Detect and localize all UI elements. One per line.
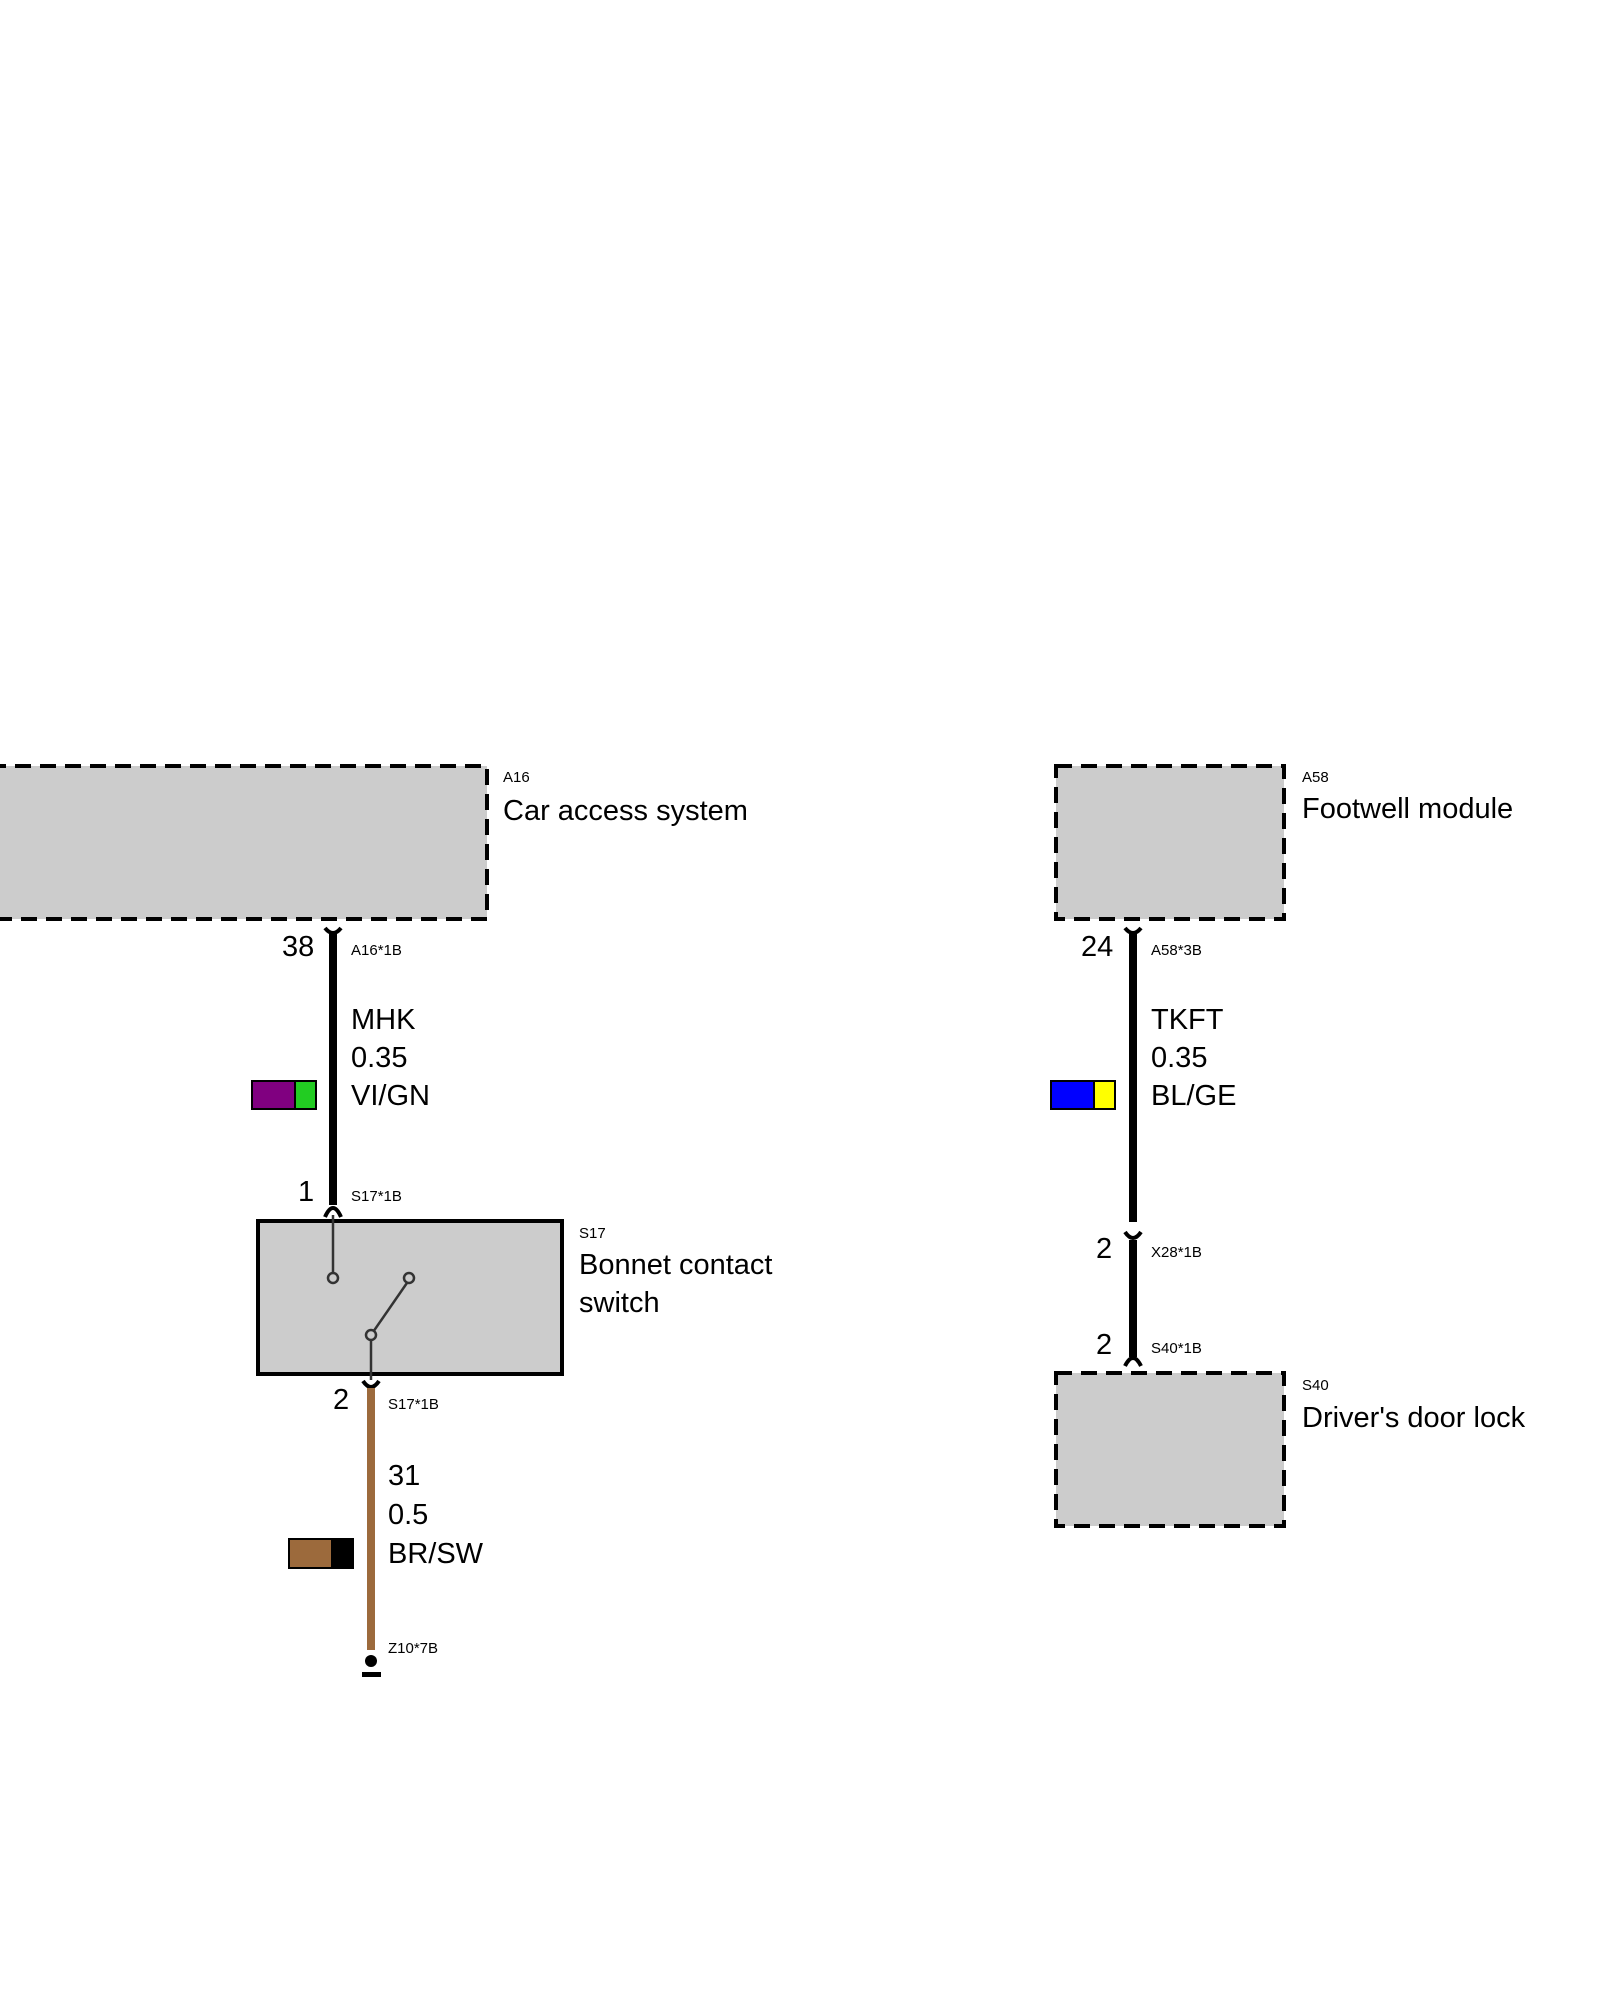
pin-24: 24 xyxy=(1081,931,1113,963)
module-a58-name: Footwell module xyxy=(1302,793,1513,825)
ground-point-z10-label: Z10*7B xyxy=(388,1640,438,1657)
pin-2-x28: 2 xyxy=(1096,1233,1112,1265)
wire-31-gauge: 0.5 xyxy=(388,1499,428,1531)
module-a16-code: A16 xyxy=(503,769,530,786)
module-s40-code: S40 xyxy=(1302,1377,1329,1394)
connector-s17-bottom-terminal xyxy=(361,1379,381,1389)
wire-tkft-color-code: BL/GE xyxy=(1151,1080,1236,1112)
module-a58-box[interactable] xyxy=(1054,764,1286,921)
connector-x28-1b-label: X28*1B xyxy=(1151,1244,1202,1261)
connector-s17-top-terminal xyxy=(323,1206,343,1218)
module-a16-box[interactable] xyxy=(0,764,489,921)
switch-s17-code: S17 xyxy=(579,1225,606,1242)
pin-2-s40: 2 xyxy=(1096,1329,1112,1361)
wire-mhk-signal: MHK xyxy=(351,1004,416,1036)
wire-31-color-swatch xyxy=(288,1538,354,1569)
ground-point-symbol xyxy=(362,1655,381,1677)
module-a16-name: Car access system xyxy=(503,795,748,827)
switch-contact-symbol xyxy=(326,1215,416,1380)
wire-tkft-signal: TKFT xyxy=(1151,1004,1224,1036)
wire-31-signal: 31 xyxy=(388,1460,420,1492)
connector-s17-1b-bottom-label: S17*1B xyxy=(388,1396,439,1413)
wire-tkft-gauge: 0.35 xyxy=(1151,1042,1207,1074)
module-s40-box[interactable] xyxy=(1054,1371,1286,1528)
switch-s17-name-line2: switch xyxy=(579,1287,660,1319)
wire-mhk-color-code: VI/GN xyxy=(351,1080,430,1112)
wire-31-color-code: BR/SW xyxy=(388,1538,484,1570)
wire-tkft[interactable] xyxy=(1123,926,1143,1367)
wire-mhk-gauge: 0.35 xyxy=(351,1042,407,1074)
pin-38: 38 xyxy=(282,931,314,963)
connector-s40-1b-label: S40*1B xyxy=(1151,1340,1202,1357)
wire-ground-31[interactable] xyxy=(361,1379,381,1650)
module-s40-name: Driver's door lock xyxy=(1302,1402,1526,1434)
wire-tkft-color-swatch xyxy=(1050,1080,1116,1110)
pin-1: 1 xyxy=(298,1176,314,1208)
wire-mhk-color-swatch xyxy=(251,1080,317,1110)
pin-2-s17: 2 xyxy=(333,1384,349,1416)
wire-mhk[interactable] xyxy=(323,926,343,1218)
switch-s17-box[interactable] xyxy=(256,1219,564,1376)
connector-a16-1b-label: A16*1B xyxy=(351,942,402,959)
connector-s17-1b-top-label: S17*1B xyxy=(351,1188,402,1205)
module-a58-code: A58 xyxy=(1302,769,1329,786)
connector-x28-terminal xyxy=(1123,1230,1143,1240)
connector-a58-3b-label: A58*3B xyxy=(1151,942,1202,959)
switch-s17-name-line1: Bonnet contact xyxy=(579,1249,772,1281)
connector-s40-terminal xyxy=(1123,1356,1143,1367)
